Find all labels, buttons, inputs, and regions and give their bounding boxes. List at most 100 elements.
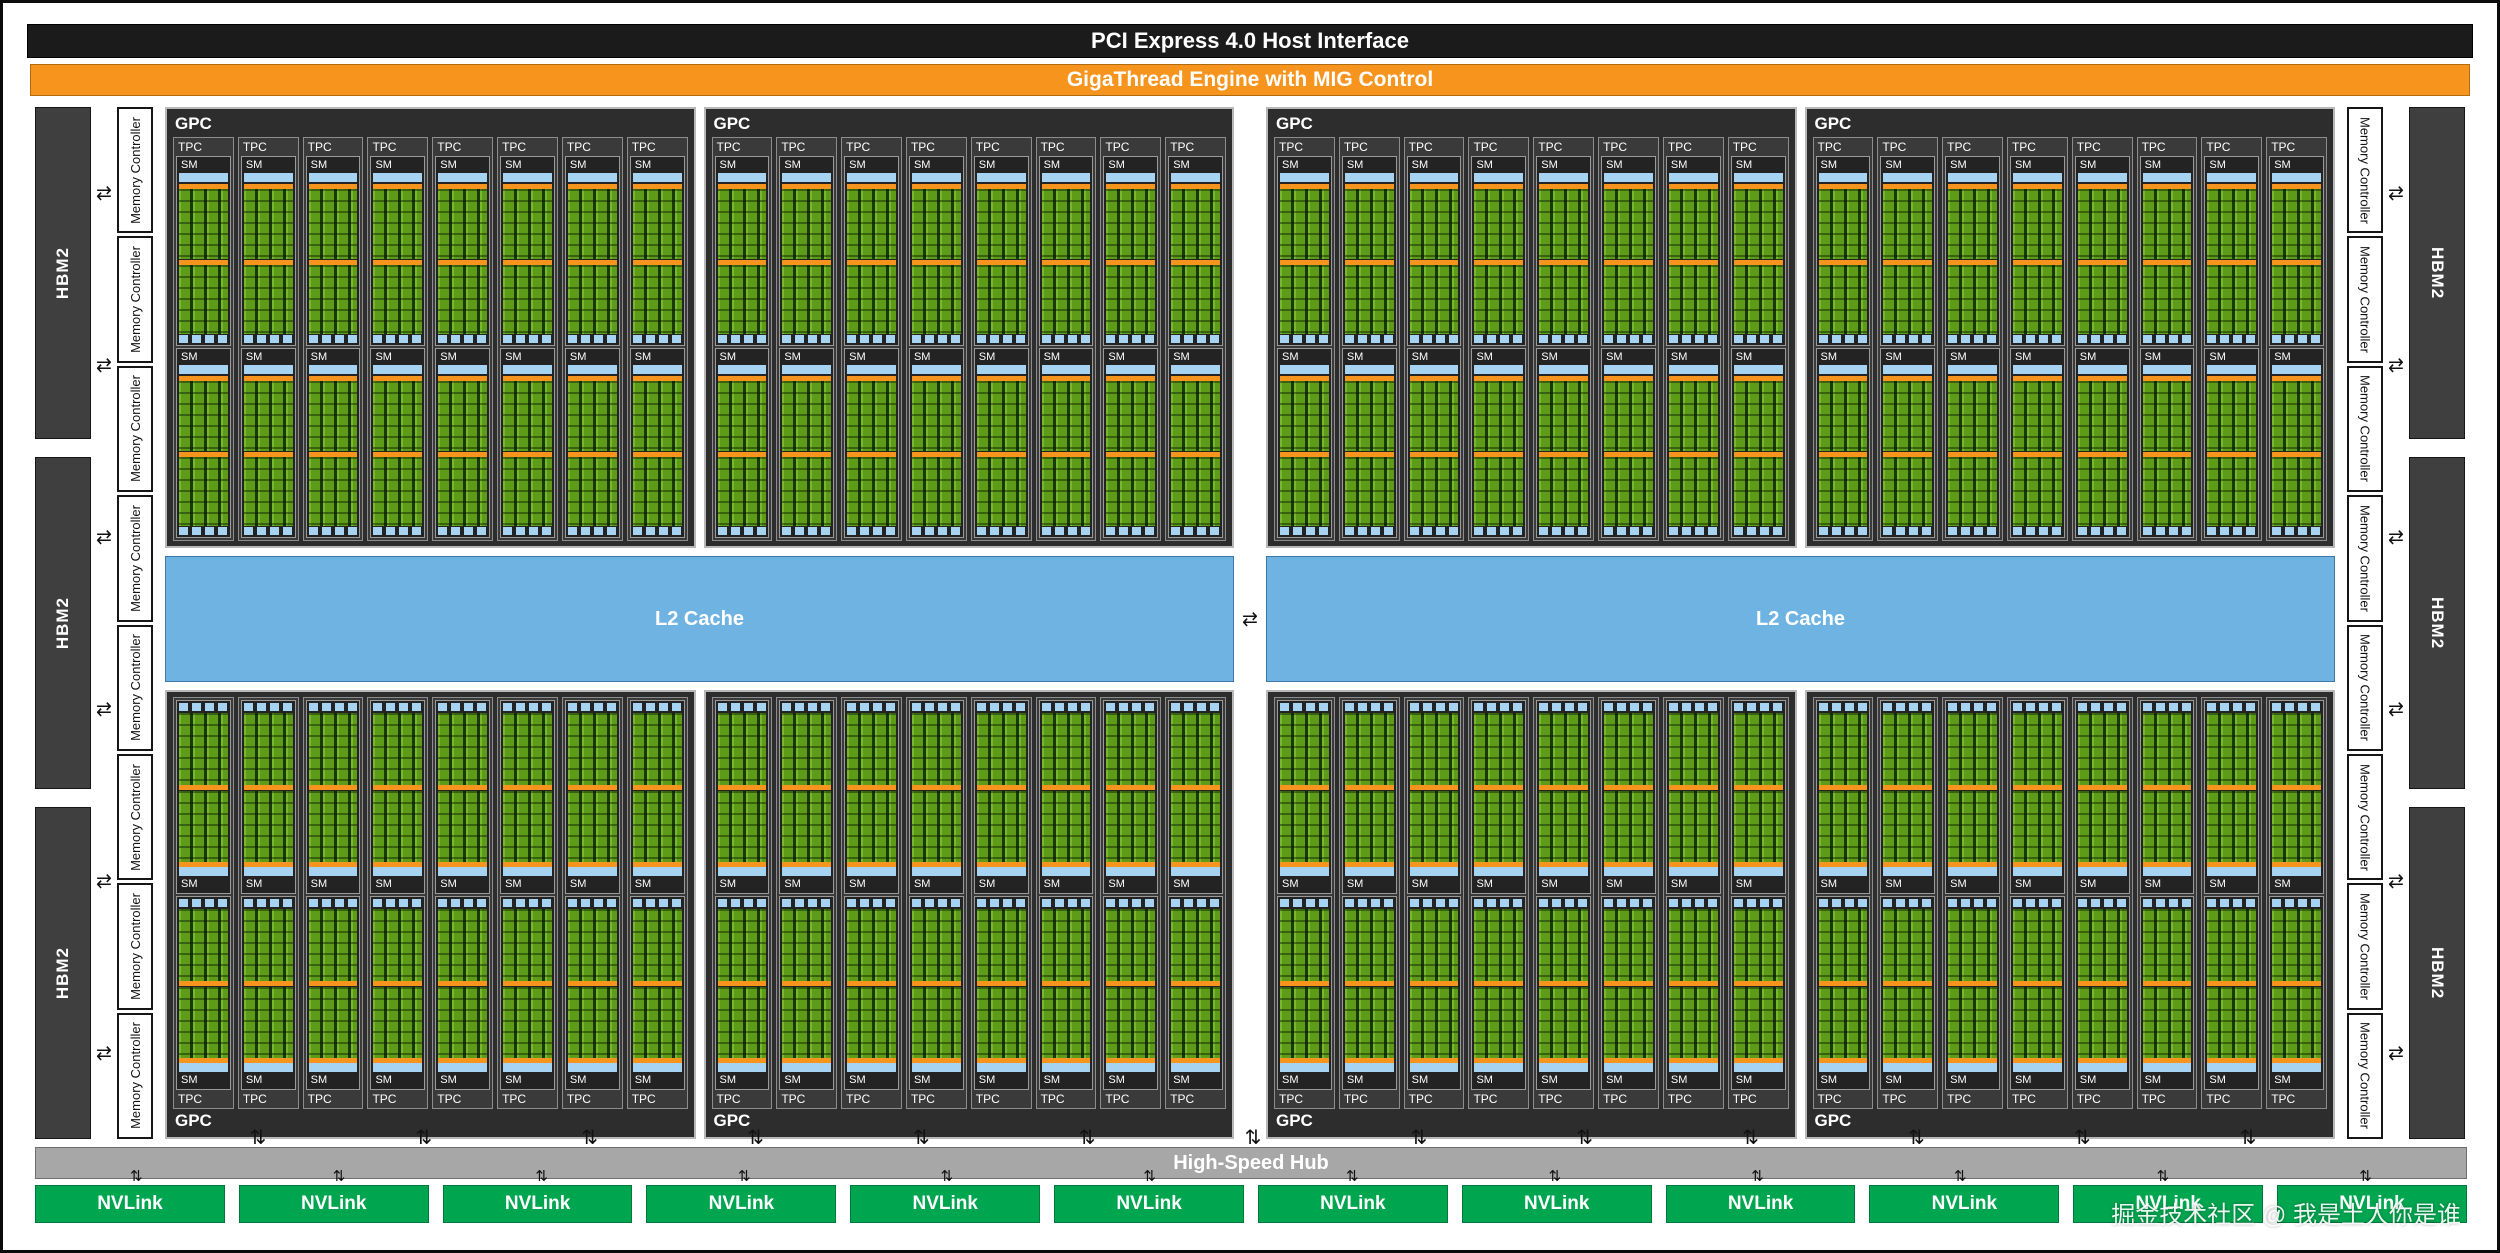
sm-label: SM (1670, 1074, 1688, 1086)
sm-block: SM (629, 896, 685, 1090)
sm-cores-grid (632, 986, 682, 1058)
sm-label: SM (2144, 1074, 2162, 1086)
sm-scheduler-bar (243, 259, 293, 265)
sm-block: SM (240, 348, 296, 538)
sm-label: SM (719, 1074, 737, 1086)
sm-core-section (503, 909, 552, 986)
sm-ldst-strip (179, 335, 228, 343)
bidirectional-arrow-icon: ⇄ (96, 698, 112, 720)
sm-core-section (2142, 184, 2192, 259)
sm-core-section (2207, 909, 2257, 986)
sm-block: SM (779, 700, 835, 894)
sm-core-section (1171, 259, 1220, 334)
sm-scheduler-bar (1733, 862, 1783, 867)
sm-cores-grid (1280, 986, 1329, 1058)
sm-core-section (2207, 184, 2257, 259)
sm-l1-cache-bar (179, 173, 228, 182)
sm-scheduler-bar (503, 1058, 552, 1063)
sm-core-section (179, 909, 228, 986)
sm-cores-grid (1668, 456, 1718, 526)
sm-l1-cache-bar (911, 1063, 961, 1072)
sm-core-section (632, 986, 682, 1063)
sm-l1-cache-bar (1883, 867, 1933, 876)
tpc-label: TPC (372, 140, 397, 154)
sm-label: SM (2209, 878, 2226, 890)
sm-block: SM (1945, 896, 2000, 1090)
sm-l1-cache-bar (373, 173, 423, 182)
sm-cores-grid (1344, 264, 1394, 334)
sm-ldst-strip (1668, 703, 1718, 711)
sm-cores-grid (1171, 264, 1220, 334)
sm-cores-grid (1539, 456, 1589, 526)
sm-block: SM (500, 156, 555, 346)
tpc-label: TPC (631, 1092, 656, 1106)
sm-cores-grid (1668, 713, 1718, 785)
sm-core-section (1409, 184, 1459, 259)
sm-cores-grid (1733, 456, 1783, 526)
sm-scheduler-bar (1409, 980, 1459, 986)
sm-scheduler-bar (438, 980, 488, 986)
sm-core-section (847, 259, 896, 334)
tpc-label: TPC (1947, 140, 1972, 154)
sm-label: SM (1950, 351, 1967, 363)
vertical-arrow-icon: ⇅ (2359, 1168, 2372, 1185)
sm-ldst-strip (1668, 899, 1718, 907)
sm-cores-grid (179, 986, 228, 1058)
sm-block: SM (779, 348, 835, 538)
sm-scheduler-bar (308, 862, 358, 867)
sm-scheduler-bar (2077, 980, 2127, 986)
hbm2-label: HBM2 (53, 596, 72, 650)
sm-label: SM (913, 1074, 931, 1086)
sm-l1-cache-bar (1818, 1063, 1868, 1072)
sm-core-section (1733, 713, 1783, 790)
sm-cores-grid (2207, 790, 2257, 862)
sm-scheduler-bar (2207, 451, 2257, 457)
sm-core-section (1344, 790, 1394, 867)
sm-l1-cache-bar (911, 867, 961, 876)
hbm2-block: HBM2 (2409, 107, 2465, 439)
sm-label: SM (1606, 351, 1623, 363)
sm-core-section (717, 184, 767, 259)
bidirectional-arrow-icon: ⇄ (96, 870, 112, 892)
tpc-label: TPC (846, 1092, 871, 1106)
sm-scheduler-bar (1171, 862, 1220, 867)
sm-scheduler-bar (1948, 862, 1997, 867)
tpc-label: TPC (1882, 140, 1907, 154)
sm-scheduler-bar (2077, 1058, 2127, 1063)
sm-block: SM (1168, 700, 1223, 894)
sm-ldst-strip (1948, 703, 1997, 711)
sm-l1-cache-bar (567, 365, 617, 374)
tpc-label: TPC (1538, 1092, 1563, 1106)
sm-block: SM (1730, 348, 1786, 538)
tpc-label: TPC (1105, 140, 1130, 154)
vertical-arrow-icon: ⇅ (1742, 1127, 1759, 1149)
tpc-label: TPC (1040, 1092, 1065, 1106)
sm-l1-cache-bar (1668, 173, 1718, 182)
sm-scheduler-bar (503, 184, 552, 189)
sm-block: SM (1730, 156, 1786, 346)
memory-controller-label: Memory Controller (127, 763, 143, 871)
sm-block: SM (435, 896, 491, 1090)
sm-core-section (503, 986, 552, 1063)
sm-core-section (717, 713, 767, 790)
sm-scheduler-bar (243, 980, 293, 986)
sm-l1-cache-bar (911, 365, 961, 374)
sm-scheduler-bar (1344, 184, 1394, 189)
vertical-arrow-icon: ⇅ (1576, 1127, 1594, 1149)
sm-cores-grid (1733, 264, 1783, 334)
sm-cores-grid (717, 713, 767, 785)
sm-ldst-strip (1280, 703, 1329, 711)
sm-core-section (1344, 986, 1394, 1063)
hbm2-label: HBM2 (2428, 596, 2447, 650)
sm-ldst-strip (1171, 527, 1220, 535)
sm-scheduler-bar (1106, 862, 1156, 867)
sm-scheduler-bar (1733, 376, 1783, 381)
sm-core-section (2077, 184, 2127, 259)
sm-label: SM (913, 351, 931, 363)
sm-cores-grid (1733, 986, 1783, 1058)
sm-scheduler-bar (1280, 184, 1329, 189)
sm-scheduler-bar (2012, 184, 2062, 189)
